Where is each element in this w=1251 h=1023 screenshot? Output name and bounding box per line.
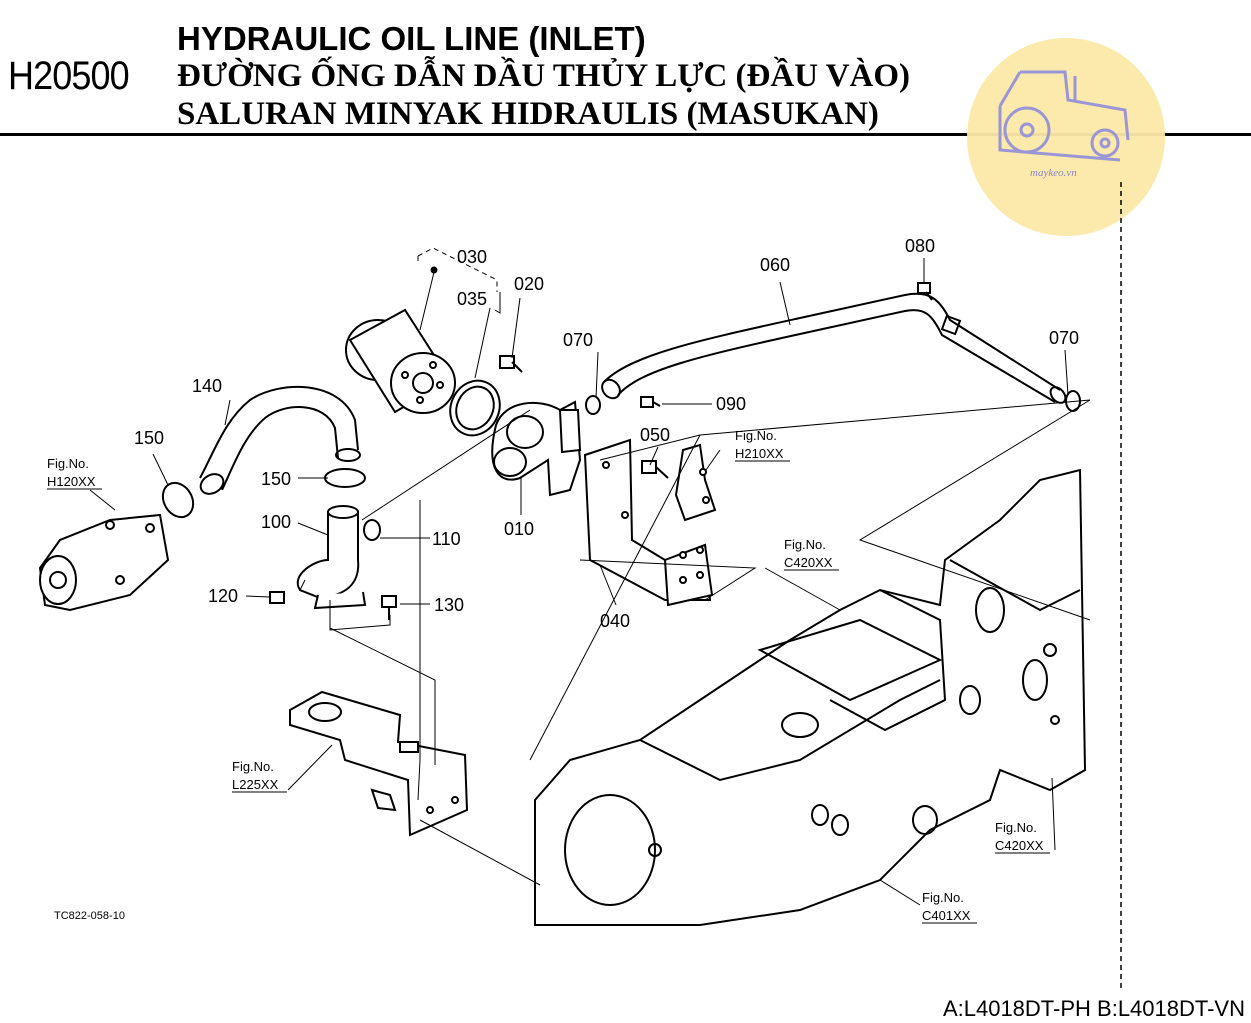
fig-ref-h120[interactable]: Fig.No. H120XX	[47, 456, 102, 490]
bolt-050	[641, 460, 669, 479]
part-label-110: 110	[432, 529, 461, 549]
pipe-100	[296, 505, 367, 610]
hydraulic-pump	[38, 513, 170, 612]
svg-text:C401XX: C401XX	[922, 908, 971, 923]
oil-filter	[345, 308, 456, 414]
part-label-035: 035	[457, 289, 487, 309]
part-label-100: 100	[261, 512, 291, 532]
svg-text:Fig.No.: Fig.No.	[784, 537, 826, 552]
svg-text:Fig.No.: Fig.No.	[47, 456, 89, 471]
model-codes: A:L4018DT-PH B:L4018DT-VN	[942, 996, 1245, 1021]
hose-140	[199, 385, 361, 495]
part-label-150-left: 150	[134, 428, 164, 448]
fig-ref-c420-right[interactable]: Fig.No. C420XX	[995, 820, 1050, 854]
svg-text:H120XX: H120XX	[47, 474, 96, 489]
svg-text:H210XX: H210XX	[735, 446, 784, 461]
part-label-030: 030	[457, 247, 487, 267]
svg-text:Fig.No.: Fig.No.	[922, 890, 964, 905]
header-rule	[0, 133, 1251, 136]
fig-ref-h210[interactable]: Fig.No. H210XX	[735, 428, 790, 462]
title-indonesian: SALURAN MINYAK HIDRAULIS (MASUKAN)	[177, 96, 879, 132]
part-label-020: 020	[514, 274, 544, 294]
o-rings-070	[585, 390, 1081, 415]
fig-ref-c420-top[interactable]: Fig.No. C420XX	[784, 537, 839, 571]
bracket-h210	[674, 443, 717, 522]
support-plate-l225	[289, 690, 469, 837]
part-label-130: 130	[434, 595, 464, 615]
part-label-010: 010	[504, 519, 534, 539]
svg-text:Fig.No.: Fig.No.	[995, 820, 1037, 835]
watermark-text: maykeo.vn	[1030, 167, 1077, 179]
part-label-070-right: 070	[1049, 328, 1079, 348]
title-english: HYDRAULIC OIL LINE (INLET)	[177, 20, 646, 57]
svg-text:L225XX: L225XX	[232, 777, 279, 792]
svg-text:C420XX: C420XX	[995, 838, 1044, 853]
pipe-060	[601, 292, 1067, 404]
filter-head-010	[491, 400, 582, 497]
image-code: TC822-058-10	[54, 910, 125, 922]
o-ring-110	[363, 519, 381, 541]
svg-text:C420XX: C420XX	[784, 555, 833, 570]
part-label-080: 080	[905, 236, 935, 256]
svg-text:Fig.No.: Fig.No.	[232, 759, 274, 774]
bolt-020	[499, 355, 523, 373]
svg-text:Fig.No.: Fig.No.	[735, 428, 777, 443]
part-label-040: 040	[600, 611, 630, 631]
fig-ref-l225[interactable]: Fig.No. L225XX	[232, 759, 287, 793]
part-label-090: 090	[716, 394, 746, 414]
part-label-070-left: 070	[563, 330, 593, 350]
tractor-icon	[998, 70, 1130, 162]
section-code: H20500	[8, 54, 130, 98]
part-label-150-center: 150	[261, 469, 291, 489]
o-ring-035	[449, 379, 501, 437]
title-vietnamese: ĐƯỜNG ỐNG DẪN DẦU THỦY LỰC (ĐẦU VÀO)	[177, 58, 911, 94]
bolts-120-130	[269, 591, 397, 620]
part-label-060: 060	[760, 255, 790, 275]
transmission-case	[534, 468, 1087, 926]
part-label-120: 120	[208, 586, 238, 606]
leader-lines	[89, 247, 1091, 906]
bracket-040	[583, 438, 714, 607]
fig-ref-c401[interactable]: Fig.No. C401XX	[922, 890, 977, 924]
part-label-140: 140	[192, 376, 222, 396]
part-label-050: 050	[640, 425, 670, 445]
